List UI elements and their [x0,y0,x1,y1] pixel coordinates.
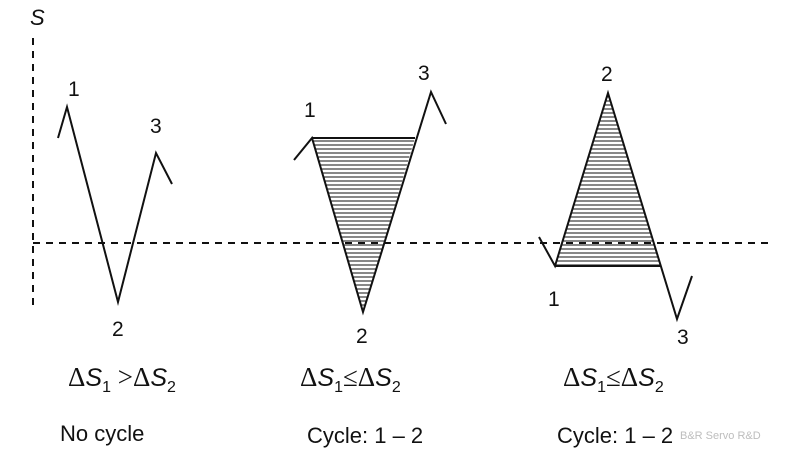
delta-symbol: Δ [300,362,318,392]
panel3-caption: Cycle: 1 – 2 [557,423,674,448]
panel3-point-1: 1 [548,288,560,311]
panel3-point-2: 2 [601,63,613,86]
load-path-no-cycle [57,103,173,306]
panel3-point-3: 3 [677,326,689,349]
panel1-caption: No cycle [60,421,145,446]
stress-symbol: S [375,364,392,392]
delta-symbol: Δ [620,362,639,392]
load-path-cycle-up [538,89,693,323]
comparison-operator: ≤ [342,362,358,392]
load-path-cycle-down [293,89,447,316]
cycle-area-panel2 [312,138,415,312]
stress-symbol: S [580,364,598,392]
panel1-point-3: 3 [150,115,162,138]
stress-symbol: S [85,364,103,392]
stress-symbol: S [317,364,335,392]
axis-label-s: S [30,5,45,30]
panel2-point-3: 3 [418,62,430,85]
panel1-point-2: 2 [112,318,124,341]
delta-symbol: Δ [563,362,581,392]
panel3-formula: ΔS1≤ΔS2 [563,362,664,397]
subscript: 2 [654,379,664,396]
subscript: 2 [391,379,401,396]
comparison-operator: > [117,362,133,392]
panel1-formula: ΔS1 >ΔS2 [68,362,176,397]
subscript: 1 [102,379,111,396]
panel2-point-2: 2 [356,325,368,348]
panel2-point-1: 1 [304,99,316,122]
panel1-point-1: 1 [68,78,80,101]
panel2-formula: ΔS1≤ΔS2 [300,362,401,397]
cycle-area-panel3 [555,93,661,266]
comparison-operator: ≤ [605,362,621,392]
subscript: 1 [334,379,343,396]
watermark: B&R Servo R&D [680,430,761,442]
delta-symbol: Δ [132,362,151,392]
subscript: 1 [597,379,606,396]
stress-symbol: S [638,364,655,392]
panel2-caption: Cycle: 1 – 2 [307,423,424,448]
subscript: 2 [167,379,176,396]
delta-symbol: Δ [68,362,86,392]
stress-symbol: S [150,364,168,392]
delta-symbol: Δ [357,362,376,392]
